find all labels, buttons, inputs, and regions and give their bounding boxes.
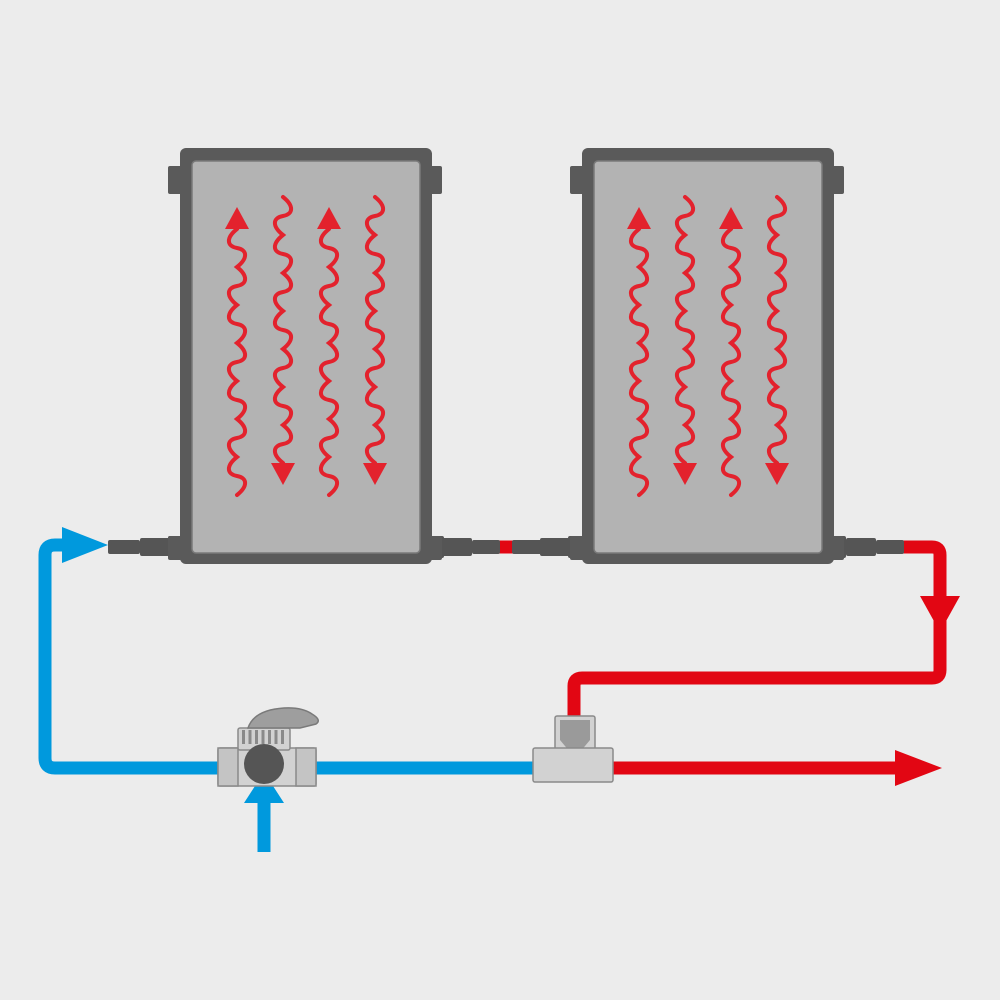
cold-pipe-loop [38,538,268,775]
pipe-coupling [512,540,542,554]
pipe-coupling [472,540,500,554]
radiator-panel [191,160,421,554]
tee-fitting [532,715,614,783]
pipes [38,538,947,852]
radiator-bracket [570,166,584,194]
heat-arrow-up-icon [225,207,249,229]
grip-ridge [281,730,284,744]
heat-arrow-down-icon [271,463,295,485]
heat-arrow-down-icon [363,463,387,485]
pipe-coupling [108,540,140,554]
valve-port-left [217,747,239,787]
pipe-coupling [876,540,904,554]
heat-arrow-down-icon [765,463,789,485]
grip-ridge [242,730,245,744]
heat-arrow-down-icon [673,463,697,485]
heat-arrow-up-icon [317,207,341,229]
flow-arrows [62,527,960,803]
radiator-bracket [570,536,584,560]
radiator-left [168,148,442,564]
hot-outlet-arrow-icon [895,750,942,786]
grip-ridge [248,730,252,744]
heat-wave-down [766,195,788,465]
grip-ridge [261,730,265,744]
valve-port-right [295,747,317,787]
radiator-right [570,148,844,564]
heat-wave-up [318,227,340,497]
heat-wave-up [628,227,650,497]
radiator-panel [593,160,823,554]
heat-arrow-up-icon [719,207,743,229]
valve-ball [244,744,284,784]
valve-handle[interactable] [246,707,319,729]
radiator-bracket [168,536,182,560]
heat-waves [225,195,387,497]
three-way-valve[interactable] [217,707,319,787]
pipe-coupling [846,538,876,556]
grip-ridge [274,730,278,744]
heat-wave-down [272,195,294,465]
grip-ridge [255,730,258,744]
heat-wave-up [720,227,742,497]
cold-supply-arrow-icon [62,527,108,563]
hot-pipe-return [567,540,947,720]
radiator-bracket [168,166,182,194]
heat-waves [627,195,789,497]
grip-ridge [268,730,271,744]
pipe-coupling [140,538,170,556]
heat-arrow-up-icon [627,207,651,229]
heat-wave-down [364,195,386,465]
hot-return-arrow-icon [920,596,960,632]
heat-wave-down [674,195,696,465]
cold-inlet-arrow-icon [244,772,284,803]
heat-wave-up [226,227,248,497]
tee-body [532,747,614,783]
pipe-coupling [442,538,472,556]
valve-grip [242,730,284,744]
pipe-coupling [540,538,570,556]
